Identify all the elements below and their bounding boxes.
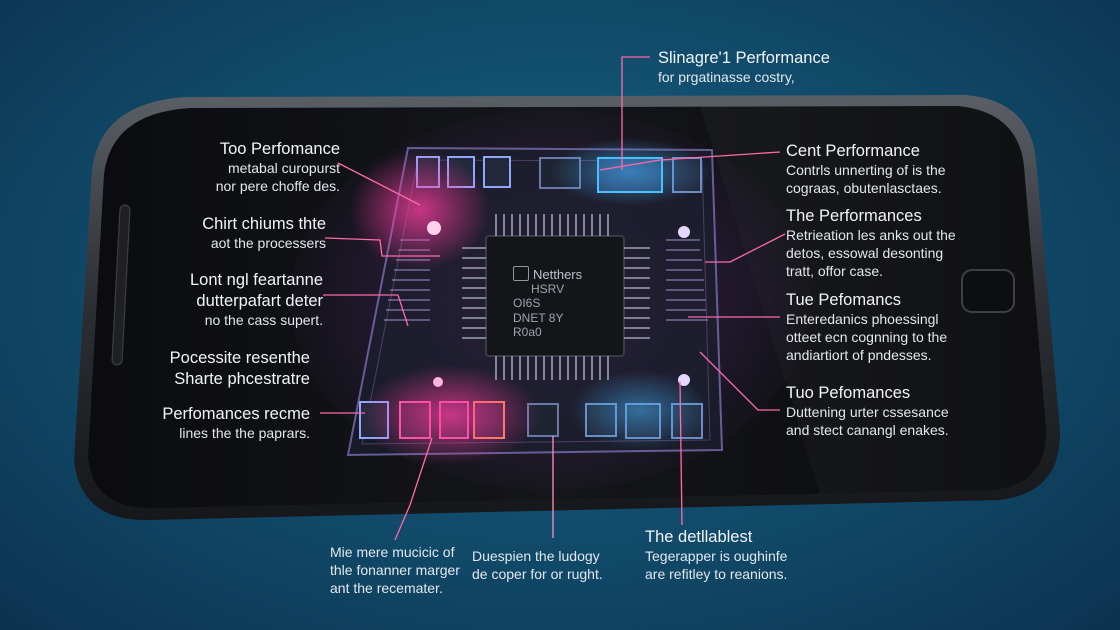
label-right-3-line1: Enteredanics phoessingl	[786, 311, 939, 328]
label-right-2-heading: The Performances	[786, 207, 922, 225]
label-left-1-line1: metabal curopurst	[227, 160, 340, 177]
label-right-3: Tue Pefomancs Enteredanics phoessingl ot…	[786, 290, 947, 365]
label-right-1: Cent Performance Contrls unnerting of is…	[786, 141, 946, 198]
label-right-1-heading: Cent Performance	[786, 142, 920, 160]
label-left-2: Chirt chiums thte aot the processers	[160, 214, 326, 253]
label-left-4-line1: Sharte phcestratre	[174, 370, 310, 389]
label-left-3-heading: Lont ngl feartanne	[189, 271, 323, 289]
label-right-3-line2: otteet ecn cognning to the	[786, 329, 948, 346]
home-button	[961, 269, 1015, 313]
chip-line-4: R0a0	[513, 324, 542, 339]
label-left-2-line1: aot the processers	[210, 235, 326, 252]
label-bottom-1: Mie mere mucicic of thle fonanner marger…	[330, 544, 460, 598]
label-bottom-3-line2: are refitley to reanions.	[645, 566, 788, 583]
label-right-4: Tuo Pefomances Duttening urter cssesance…	[786, 383, 949, 440]
label-left-2-heading: Chirt chiums thte	[202, 215, 326, 233]
callout-lines	[320, 56, 786, 541]
chip-line-2: OI6S	[513, 296, 541, 311]
label-bottom-1-line1: Mie mere mucicic of	[330, 544, 455, 560]
label-left-1: Too Perfomance metabal curopurst nor per…	[160, 139, 340, 196]
label-right-2-line1: Retrieation les anks out the	[786, 227, 956, 244]
label-bottom-3-line1: Tegerapper is oughinfe	[645, 548, 788, 565]
label-bottom-1-line2: thle fonanner marger	[330, 561, 460, 578]
label-left-3-line1: dutterpafart deter	[196, 292, 323, 311]
label-bottom-3: The detllablest Tegerapper is oughinfe a…	[645, 527, 787, 584]
label-left-5-line1: lines the the paprars.	[179, 425, 310, 442]
chip-brand: Netthers	[533, 267, 583, 282]
label-left-5: Perfomances recme lines the the paprars.	[150, 404, 310, 443]
label-left-1-line2: nor pere choffe des.	[215, 178, 340, 195]
label-left-4-heading: Pocessite resenthe	[169, 349, 310, 367]
label-right-3-heading: Tue Pefomancs	[786, 291, 901, 309]
label-right-1-line2: cograas, obutenlasctaes.	[786, 180, 942, 197]
label-right-2: The Performances Retrieation les anks ou…	[786, 206, 956, 281]
label-left-1-heading: Too Perfomance	[219, 140, 340, 158]
label-left-3: Lont ngl feartanne dutterpafart deter no…	[150, 270, 323, 330]
label-right-2-line2: detos, essowal desonting	[786, 245, 944, 262]
label-bottom-2-line2: de coper for or rught.	[472, 565, 603, 582]
label-left-4: Pocessite resenthe Sharte phcestratre	[150, 348, 310, 390]
label-top-line1: for prgatinasse costry,	[658, 69, 795, 86]
label-right-1-line1: Contrls unnerting of is the	[786, 162, 946, 179]
label-left-5-heading: Perfomances recme	[162, 405, 310, 423]
label-right-2-line3: tratt, offor case.	[786, 262, 884, 279]
chip-marking: Netthers HSRV OI6S DNET 8Y R0a0	[513, 266, 582, 339]
chip-logo-icon	[513, 266, 529, 281]
label-bottom-2: Duespien the ludogy de coper for or rugh…	[472, 548, 603, 584]
label-right-4-line1: Duttening urter cssesance	[786, 404, 949, 421]
label-left-3-line2: no the cass supert.	[204, 312, 323, 329]
speaker-grill	[111, 204, 131, 366]
label-top: Slinagre'1 Performance for prgatinasse c…	[658, 48, 830, 87]
chip-line-3: DNET 8Y	[513, 310, 564, 325]
label-top-heading: Slinagre'1 Performance	[658, 49, 830, 67]
label-bottom-1-line3: ant the recemater.	[330, 579, 443, 596]
label-right-3-line3: andiartiort of pndesses.	[786, 346, 932, 363]
label-right-4-heading: Tuo Pefomances	[786, 384, 911, 402]
chip-line-1: HSRV	[531, 282, 565, 297]
label-right-4-line2: and stect canangl enakes.	[786, 422, 949, 439]
label-bottom-3-heading: The detllablest	[645, 528, 753, 546]
label-bottom-2-line1: Duespien the ludogy	[472, 548, 600, 564]
